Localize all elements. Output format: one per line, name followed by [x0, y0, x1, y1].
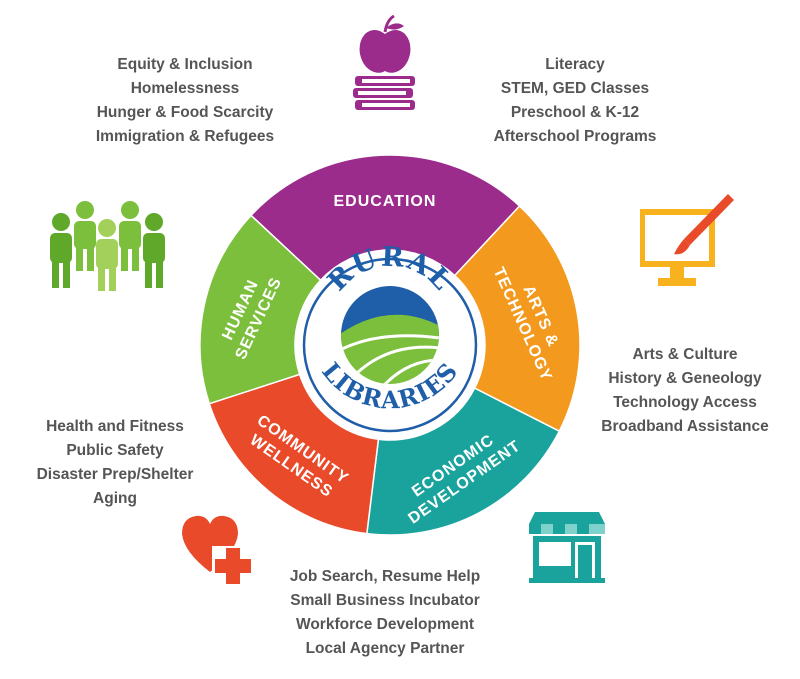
- community-wellness-list: Health and Fitness Public Safety Disaste…: [10, 415, 220, 511]
- list-item: STEM, GED Classes: [500, 80, 650, 97]
- list-item: Homelessness: [130, 80, 240, 97]
- list-item: Afterschool Programs: [493, 128, 657, 145]
- list-item: Immigration & Refugees: [95, 128, 275, 145]
- wheel-ring: [199, 154, 581, 536]
- list-item: Equity & Inclusion: [117, 56, 253, 73]
- group-of-people-icon: [50, 201, 165, 291]
- list-item: Public Safety: [66, 442, 164, 459]
- logo-ring: [302, 257, 478, 433]
- apple-on-books-icon: [353, 14, 415, 110]
- list-item: Preschool & K-12: [510, 104, 640, 121]
- arts-technology-list: Arts & Culture History & Geneology Techn…: [580, 343, 790, 439]
- economic-development-list: Job Search, Resume Help Small Business I…: [270, 565, 500, 661]
- list-item: Local Agency Partner: [305, 640, 465, 657]
- list-item: Literacy: [545, 56, 605, 73]
- list-item: Disaster Prep/Shelter: [36, 466, 194, 483]
- list-item: Health and Fitness: [46, 418, 184, 435]
- heart-with-cross-icon: [182, 515, 254, 586]
- storefront-icon: [529, 512, 605, 583]
- monitor-with-paintbrush-icon: [640, 194, 734, 286]
- segment-label-line: EDUCATION: [333, 193, 436, 210]
- list-item: Aging: [93, 490, 137, 507]
- segment-econ: [366, 387, 561, 536]
- education-list: Literacy STEM, GED Classes Preschool & K…: [455, 53, 695, 149]
- list-item: Workforce Development: [295, 616, 474, 633]
- list-item: Arts & Culture: [632, 346, 738, 363]
- list-item: Hunger & Food Scarcity: [96, 104, 274, 121]
- human-services-list: Equity & Inclusion Homelessness Hunger &…: [60, 53, 310, 149]
- list-item: Small Business Incubator: [290, 592, 480, 609]
- list-item: Technology Access: [613, 394, 757, 411]
- list-item: Job Search, Resume Help: [289, 568, 481, 585]
- segment-label-education: EDUCATION: [333, 193, 436, 210]
- list-item: History & Geneology: [608, 370, 762, 387]
- list-item: Broadband Assistance: [601, 418, 769, 435]
